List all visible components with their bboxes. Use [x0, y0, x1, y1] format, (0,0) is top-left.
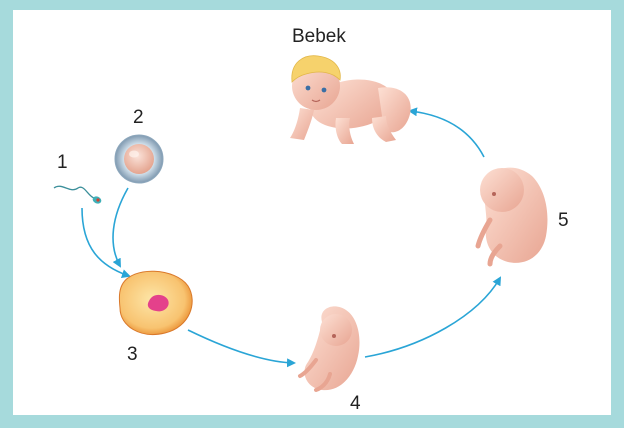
label-egg: 2	[133, 108, 144, 127]
arrow-zygote-to-embryo	[188, 330, 294, 363]
arrow-fetus-to-baby	[410, 111, 484, 157]
label-embryo: 4	[350, 394, 361, 413]
label-baby: Bebek	[292, 27, 346, 46]
arrow-sperm-to-zygote	[82, 208, 129, 276]
zygote-cell-icon	[119, 271, 192, 334]
arrow-embryo-to-fetus	[365, 278, 500, 357]
label-sperm: 1	[57, 153, 68, 172]
egg-cell-icon	[115, 135, 163, 183]
label-fetus: 5	[558, 211, 569, 230]
embryo-figure	[300, 306, 360, 390]
baby-figure	[290, 56, 411, 144]
label-zygote: 3	[127, 345, 138, 364]
arrow-egg-to-zygote	[113, 188, 128, 266]
sperm-icon	[54, 186, 103, 205]
fetus-figure	[478, 168, 547, 264]
